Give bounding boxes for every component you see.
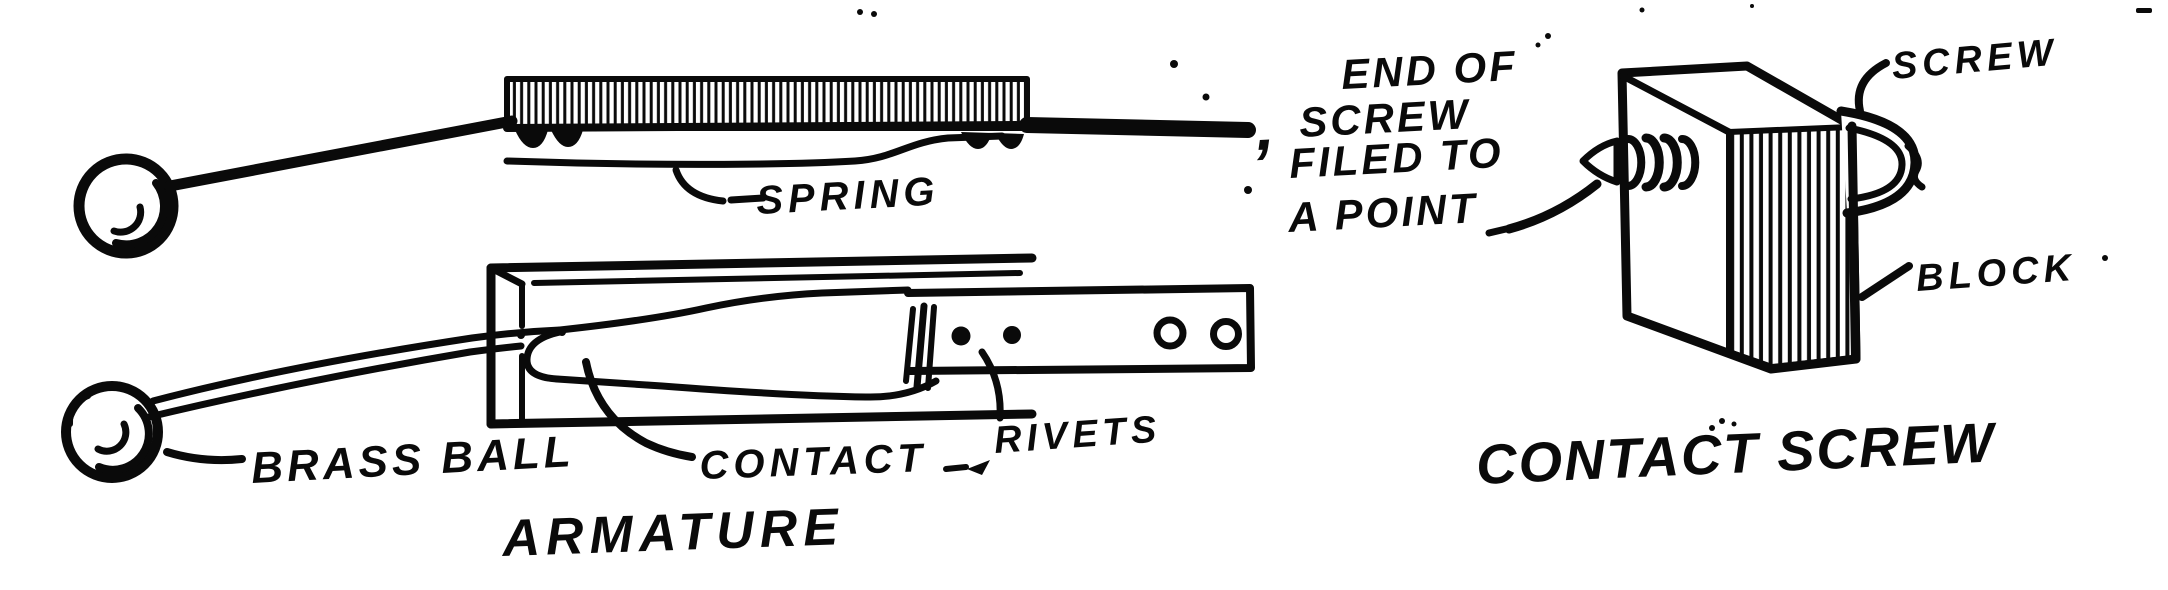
- bar-hole: [1210, 318, 1242, 350]
- block-top-left-edge: [1619, 72, 1733, 136]
- annotation-comma: ,: [1253, 89, 1276, 164]
- bar-crimp-stroke: [925, 304, 937, 391]
- armature-figure: [61, 253, 1255, 483]
- contact-screw-figure: [1579, 59, 1926, 374]
- ball-shading-arc: [94, 420, 130, 455]
- spring-leader-line: [672, 166, 727, 205]
- bar-crimp-stroke: [903, 306, 916, 384]
- ball-shading-arc: [95, 404, 153, 474]
- rivet-dot: [951, 326, 971, 346]
- screw-thread-arc: [1659, 133, 1682, 192]
- spring-leader-dash: [727, 194, 767, 204]
- annotation-line-1: END OF: [1340, 42, 1519, 98]
- ball-shading-arc: [112, 179, 169, 249]
- contact-strip-top-edge: [556, 286, 912, 334]
- coil-wire-turn: [551, 130, 583, 147]
- spring-label: SPRING: [755, 169, 940, 223]
- rivets-pointer-dash: [943, 464, 969, 472]
- bar-hole: [1153, 316, 1187, 350]
- block-label: BLOCK: [1915, 247, 2078, 300]
- armature-wire-bottom: [145, 342, 525, 421]
- channel-left-chamfer: [487, 264, 526, 288]
- channel-inner-top-edge: [531, 270, 1023, 286]
- coil-winding: [504, 76, 1030, 131]
- strip-dot: [558, 328, 566, 336]
- screw-point-cone: [1579, 137, 1621, 186]
- contact-screw-title: CONTACT SCREW: [1475, 410, 1999, 496]
- contact-strip-bottom-edge: [553, 375, 940, 401]
- ball-shading-arc: [66, 393, 91, 427]
- flat-bar-outline: [904, 284, 1255, 375]
- ball-shading-arc: [110, 203, 145, 236]
- core-rod-left: [164, 115, 518, 192]
- annotation-leader: [1244, 179, 1602, 237]
- screw-thread-arc: [1678, 135, 1700, 190]
- annotation-line-2: SCREW: [1298, 90, 1472, 146]
- block-label-leader: [1858, 262, 1913, 301]
- rivet-dot: [1003, 326, 1021, 344]
- contact-strip-nose: [523, 328, 564, 383]
- strip-dot: [517, 331, 525, 339]
- annotation-line-3: FILED TO: [1288, 129, 1505, 187]
- brass-ball-label: BRASS BALL: [250, 427, 576, 493]
- screw-label-leader: [1854, 59, 1890, 115]
- block-right-edge: [1847, 121, 1861, 364]
- contact-label: CONTACT: [699, 436, 928, 488]
- channel-top-edge: [486, 253, 1037, 273]
- rivets-pointer-arrow: [967, 460, 990, 475]
- core-rod-right: [1019, 117, 1256, 138]
- screw-label: SCREW: [1890, 32, 2059, 88]
- armature-title: ARMATURE: [499, 498, 844, 568]
- spring-assembly-figure: [73, 76, 1256, 259]
- coil-wire-turn: [515, 130, 548, 148]
- armature-wire-top: [149, 326, 564, 405]
- flat-bar-face: [908, 288, 1251, 371]
- channel-bottom-edge: [486, 409, 1037, 429]
- contact-leader-line: [582, 358, 696, 461]
- coil-bottom-edge: [503, 121, 1031, 132]
- rivets-leader-line: [978, 348, 1004, 422]
- brass-ball-leader-dash: [163, 448, 246, 465]
- bar-crimp-stroke: [913, 302, 928, 391]
- scan-specks: [857, 4, 2152, 431]
- screw-thread-arc: [1641, 133, 1664, 192]
- block-hatched-face: [1726, 124, 1857, 370]
- spring-rod-ball: [73, 153, 179, 259]
- screw-thread-arc: [1624, 135, 1646, 190]
- screw-head-inner: [1845, 124, 1906, 203]
- spring-leaf: [503, 132, 1006, 168]
- annotation-line-4: A POINT: [1286, 184, 1479, 241]
- screw-head-knurl: [1904, 142, 1926, 191]
